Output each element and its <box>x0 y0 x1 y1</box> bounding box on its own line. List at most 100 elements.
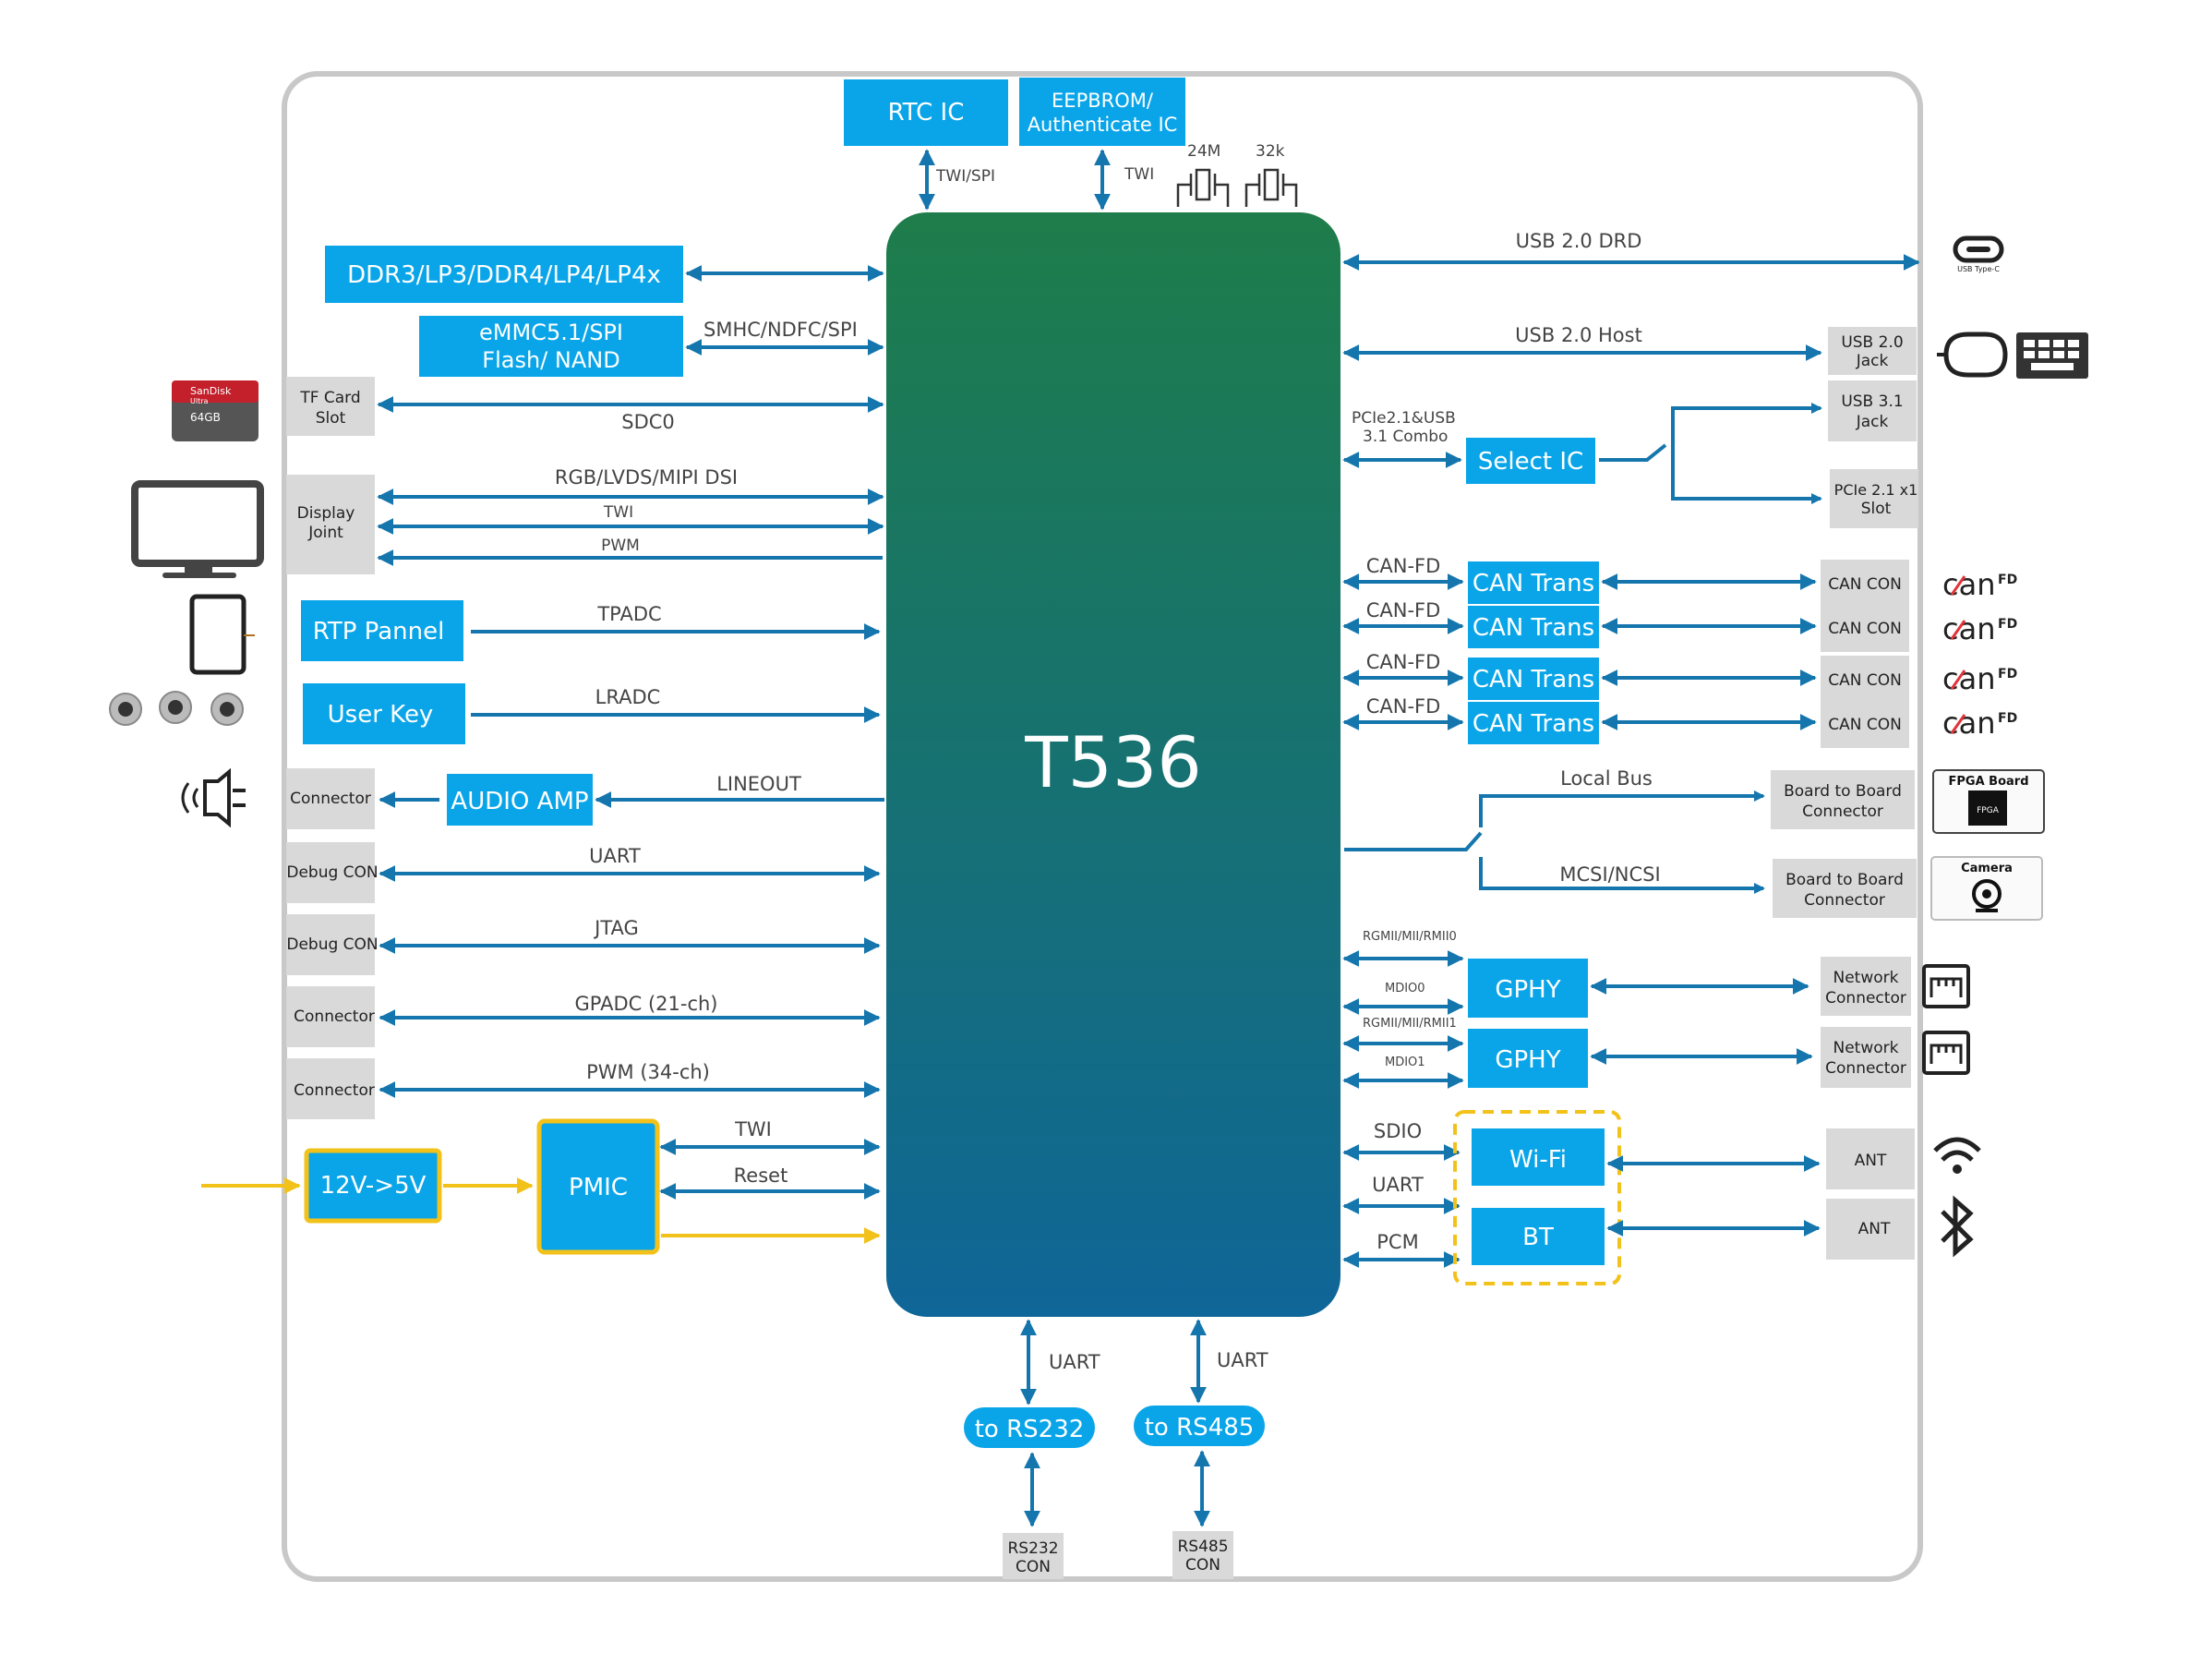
emmc-block: eMMC5.1/SPI Flash/ NAND <box>419 316 683 377</box>
wifi-bt-module-outline <box>1453 1110 1621 1285</box>
bluetooth-icon <box>1941 1195 1974 1258</box>
pcm-label: PCM <box>1376 1231 1418 1253</box>
can-trans-block <box>1468 606 1599 648</box>
svg-text:BT: BT <box>1522 1224 1554 1251</box>
svg-text:FD: FD <box>1998 711 2017 726</box>
soc-chip: T536 <box>886 212 1340 1317</box>
svg-text:FD: FD <box>1998 617 2017 632</box>
rtc-ic-block: RTC IC <box>844 79 1008 146</box>
local-bus-switch-line <box>1344 794 1763 890</box>
sdc0-label: SDC0 <box>621 411 675 433</box>
svg-text:Network: Network <box>1833 969 1899 987</box>
pcie-combo-label-2: 3.1 Combo <box>1363 428 1448 446</box>
sdio-label: SDIO <box>1374 1120 1422 1142</box>
svg-text:RS232: RS232 <box>1007 1539 1058 1558</box>
usb-host-label: USB 2.0 Host <box>1515 324 1642 346</box>
pmic-block: PMIC <box>536 1118 660 1255</box>
rtp-pannel-block: RTP Pannel <box>301 600 463 661</box>
ddr-block: DDR3/LP3/DDR4/LP4/LP4x <box>325 246 683 303</box>
pcie-slot: PCIe 2.1 x1 Slot <box>1830 469 1918 528</box>
can-trans-block <box>1468 702 1599 744</box>
mouse-icon <box>1937 332 2008 378</box>
svg-text:Authenticate IC: Authenticate IC <box>1028 114 1178 136</box>
mdio1-label: MDIO1 <box>1385 1056 1425 1069</box>
svg-text:ANT: ANT <box>1855 1152 1887 1170</box>
gpadc-label: GPADC (21-ch) <box>574 993 717 1015</box>
network-connector-2: Network Connector <box>1821 1027 1911 1088</box>
can-con-label: CAN CON <box>1828 575 1902 594</box>
pwm-disp-label: PWM <box>601 537 640 555</box>
svg-text:FD: FD <box>1998 667 2017 682</box>
b2b-connector-2: Board to Board Connector <box>1773 859 1917 918</box>
can-trans-label: CAN Trans <box>1473 614 1594 642</box>
mcsi-label: MCSI/NCSI <box>1559 863 1660 886</box>
fpga-board-icon: FPGA Board FPGA <box>1932 769 2045 834</box>
twi-spi-label: TWI/SPI <box>935 167 995 186</box>
svg-text:can: can <box>1942 611 1995 646</box>
ethernet-port-icon-2 <box>1922 1031 1970 1075</box>
usb20-jack: USB 2.0 Jack <box>1828 327 1917 375</box>
eeprom-block: EEPBROM/ Authenticate IC <box>1019 78 1185 146</box>
svg-text:Jack: Jack <box>1856 413 1889 431</box>
can-con <box>1821 606 1909 652</box>
smhc-label: SMHC/NDFC/SPI <box>703 319 858 341</box>
b2b-connector-1: Board to Board Connector <box>1771 770 1915 829</box>
uart-debug-label: UART <box>589 845 641 867</box>
svg-text:TF Card: TF Card <box>299 389 360 407</box>
can-fd-label: CAN-FD <box>1366 555 1441 577</box>
user-key-block: User Key <box>303 683 465 744</box>
svg-text:CON: CON <box>1016 1558 1051 1576</box>
can-con-label: CAN CON <box>1828 671 1902 690</box>
svg-text:can: can <box>1942 661 1995 696</box>
select-ic-switch-line <box>1599 406 1821 501</box>
connector-audio: Connector <box>286 768 375 829</box>
speaker-icon <box>181 767 246 828</box>
can-con-label: CAN CON <box>1828 716 1902 734</box>
can-con <box>1821 656 1909 702</box>
svg-text:Network: Network <box>1833 1039 1899 1057</box>
usb31-jack: USB 3.1 Jack <box>1828 380 1917 441</box>
svg-text:Connector: Connector <box>294 1007 375 1026</box>
pmic-reset-label: Reset <box>734 1164 788 1187</box>
svg-text:DDR3/LP3/DDR4/LP4/LP4x: DDR3/LP3/DDR4/LP4/LP4x <box>347 261 661 289</box>
lineout-label: LINEOUT <box>716 773 801 795</box>
svg-text:FD: FD <box>1998 573 2017 587</box>
network-connector-1: Network Connector <box>1821 957 1911 1016</box>
svg-text:Connector: Connector <box>294 1081 375 1100</box>
soc-name: T536 <box>1024 721 1201 803</box>
key-buttons-icon <box>109 691 244 726</box>
can-fd-label: CAN-FD <box>1366 651 1441 673</box>
svg-text:Debug CON: Debug CON <box>286 935 378 954</box>
svg-text:AUDIO AMP: AUDIO AMP <box>451 788 588 815</box>
can-con <box>1821 560 1909 606</box>
can-fd-label: CAN-FD <box>1366 695 1441 718</box>
can-con-label: CAN CON <box>1828 620 1902 638</box>
crystal-32k-icon <box>1244 168 1298 207</box>
tpadc-label: TPADC <box>596 603 661 625</box>
svg-text:User Key: User Key <box>328 701 434 729</box>
svg-text:PCIe 2.1 x1: PCIe 2.1 x1 <box>1834 481 1918 499</box>
pwm-label: PWM (34-ch) <box>586 1061 710 1083</box>
svg-text:Connector: Connector <box>1825 1059 1906 1078</box>
ant-2: ANT <box>1826 1199 1915 1260</box>
svg-text:Flash/ NAND: Flash/ NAND <box>482 347 619 373</box>
svg-text:Connector: Connector <box>1802 802 1883 821</box>
can-fd-label: CAN-FD <box>1366 599 1441 621</box>
can-con <box>1821 702 1909 748</box>
can-trans-block <box>1468 658 1599 700</box>
svg-text:GPHY: GPHY <box>1495 1046 1560 1074</box>
svg-text:RS485: RS485 <box>1177 1538 1228 1556</box>
audio-amp-block: AUDIO AMP <box>447 774 593 826</box>
can-row-2: CAN-FD CAN Trans CAN CON <box>1342 599 1909 652</box>
svg-text:eMMC5.1/SPI: eMMC5.1/SPI <box>479 320 623 345</box>
svg-text:Connector: Connector <box>290 790 371 808</box>
usb-drd-label: USB 2.0 DRD <box>1516 230 1642 252</box>
xtal-24m-label: 24M <box>1187 142 1220 161</box>
sd-card-icon: SanDisk Ultra 64GB <box>172 380 258 441</box>
svg-text:can: can <box>1942 706 1995 741</box>
can-row-1: CAN-FD CAN Trans CAN CON <box>1342 555 1909 606</box>
